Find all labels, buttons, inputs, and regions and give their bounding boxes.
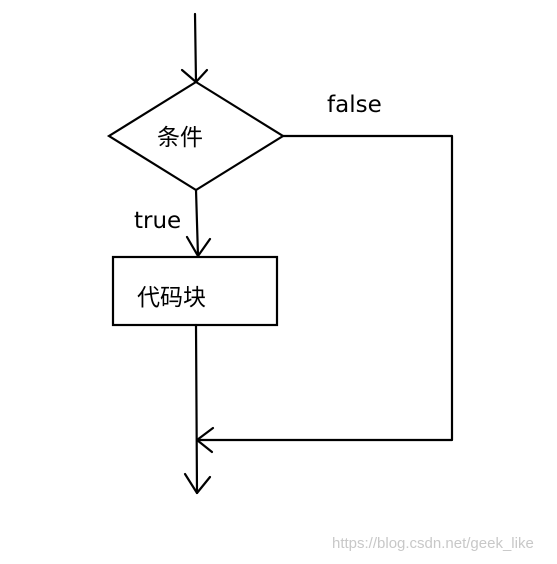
entry-arrowhead bbox=[180, 68, 209, 84]
true-branch-line bbox=[194, 188, 200, 258]
code-block-label: 代码块 bbox=[137, 285, 206, 311]
exit-arrowhead bbox=[183, 472, 212, 495]
false-label: false bbox=[327, 92, 382, 118]
false-branch-line bbox=[195, 134, 454, 442]
true-label: true bbox=[134, 208, 181, 234]
entry-line bbox=[193, 12, 198, 84]
condition-label: 条件 bbox=[157, 125, 203, 151]
exit-line bbox=[194, 323, 199, 495]
code-block-box bbox=[111, 255, 279, 327]
watermark-url: https://blog.csdn.net/geek_like bbox=[332, 535, 534, 552]
